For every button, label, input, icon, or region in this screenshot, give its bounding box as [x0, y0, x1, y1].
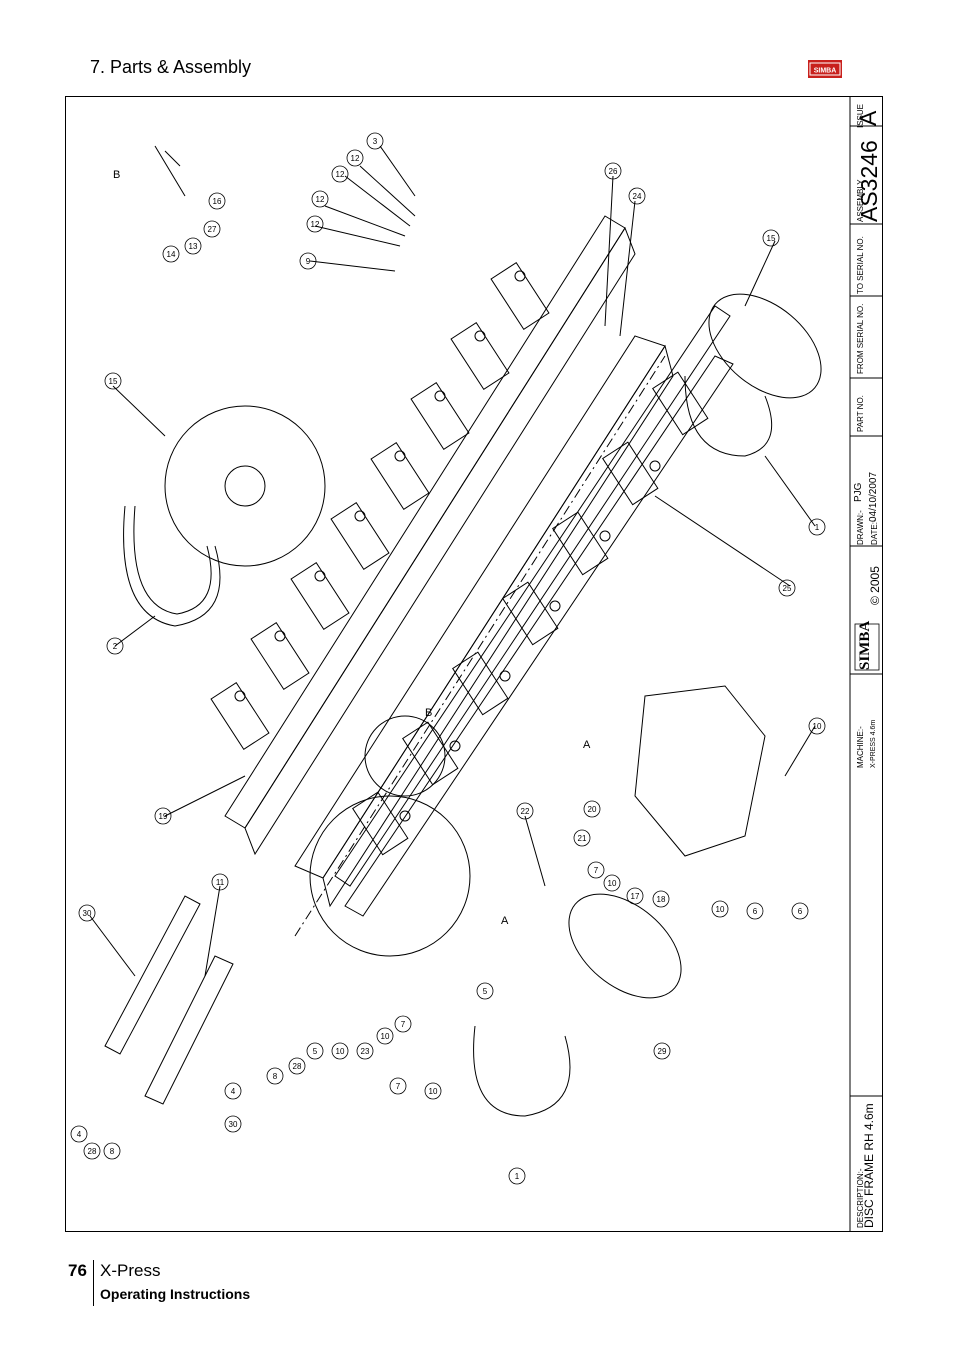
view-label: B: [425, 707, 432, 719]
callout: 10: [716, 905, 725, 914]
callout: 6: [753, 907, 758, 916]
callout: 26: [609, 167, 618, 176]
footer-divider: [93, 1260, 94, 1306]
callout: 12: [336, 170, 345, 179]
to-serial-label: TO SERIAL NO.: [856, 236, 865, 294]
callout: 23: [361, 1047, 370, 1056]
logo-text: SIMBA: [814, 68, 837, 75]
callout: 21: [578, 834, 587, 843]
callout: 15: [109, 377, 118, 386]
footer-subtitle: Operating Instructions: [100, 1286, 251, 1302]
callout: 20: [588, 805, 597, 814]
callout: 10: [813, 722, 822, 731]
issue-value: A: [855, 110, 881, 126]
callout: 8: [273, 1072, 278, 1081]
callout: 8: [110, 1147, 115, 1156]
callout: 3: [373, 137, 378, 146]
drawing-frame: [65, 96, 883, 1232]
callout: 4: [231, 1087, 236, 1096]
drawn-label: DRAWN:-: [856, 510, 865, 545]
view-label: A: [501, 915, 509, 927]
callout: 11: [216, 878, 225, 887]
callout: 7: [401, 1020, 406, 1029]
callout: 1: [815, 523, 820, 532]
callout: 2: [113, 642, 118, 651]
callout: 24: [633, 192, 642, 201]
part-no-label: PART NO.: [856, 395, 865, 432]
callout: 28: [88, 1147, 97, 1156]
callout: 4: [77, 1130, 82, 1139]
copyright: © 2005: [868, 566, 882, 605]
callout: 15: [767, 234, 776, 243]
callout: 5: [483, 987, 488, 996]
view-label: A: [583, 739, 591, 751]
exploded-assembly-drawing: 3 12 12 12 12 9 16 27 13 14 26 24 15 15 …: [70, 96, 883, 1232]
company-name: SIMBA: [857, 620, 873, 670]
view-label: B: [113, 169, 120, 181]
callout: 14: [167, 250, 176, 259]
description-value: DISC FRAME RH 4.6m: [862, 1103, 876, 1228]
callout: 19: [159, 812, 168, 821]
callout: 18: [657, 895, 666, 904]
callout: 12: [351, 154, 360, 163]
callout: 12: [316, 195, 325, 204]
callout: 9: [306, 257, 311, 266]
callout: 22: [521, 807, 530, 816]
callout: 30: [83, 909, 92, 918]
product-name: X-Press: [100, 1261, 161, 1280]
callout: 6: [798, 907, 803, 916]
callout: 12: [311, 220, 320, 229]
machine-value: X-PRESS 4.6m: [870, 719, 877, 768]
callout: 30: [229, 1120, 238, 1129]
callout: 13: [189, 242, 198, 251]
callout: 17: [631, 892, 640, 901]
date-value: 04/10/2007: [868, 471, 879, 522]
simba-logo: SIMBA: [808, 60, 842, 78]
callout: 29: [658, 1047, 667, 1056]
callout: 10: [429, 1087, 438, 1096]
callout: 28: [293, 1062, 302, 1071]
callout: 1: [515, 1172, 520, 1181]
assembly-value: AS3246: [856, 140, 882, 222]
section-title: 7. Parts & Assembly: [90, 57, 252, 77]
page-number: 76: [68, 1261, 87, 1280]
callout: 27: [208, 225, 217, 234]
machine-label: MACHINE:-: [856, 726, 865, 768]
callout: 10: [336, 1047, 345, 1056]
callout: 10: [381, 1032, 390, 1041]
callout: 10: [608, 879, 617, 888]
callout: 25: [783, 584, 792, 593]
callout: 7: [594, 866, 599, 875]
callout: 7: [396, 1082, 401, 1091]
from-serial-label: FROM SERIAL NO.: [856, 303, 865, 374]
callout: 5: [313, 1047, 318, 1056]
callout: 16: [213, 197, 222, 206]
drawn-value: PJG: [853, 482, 864, 502]
date-label: DATE:-: [870, 519, 879, 545]
